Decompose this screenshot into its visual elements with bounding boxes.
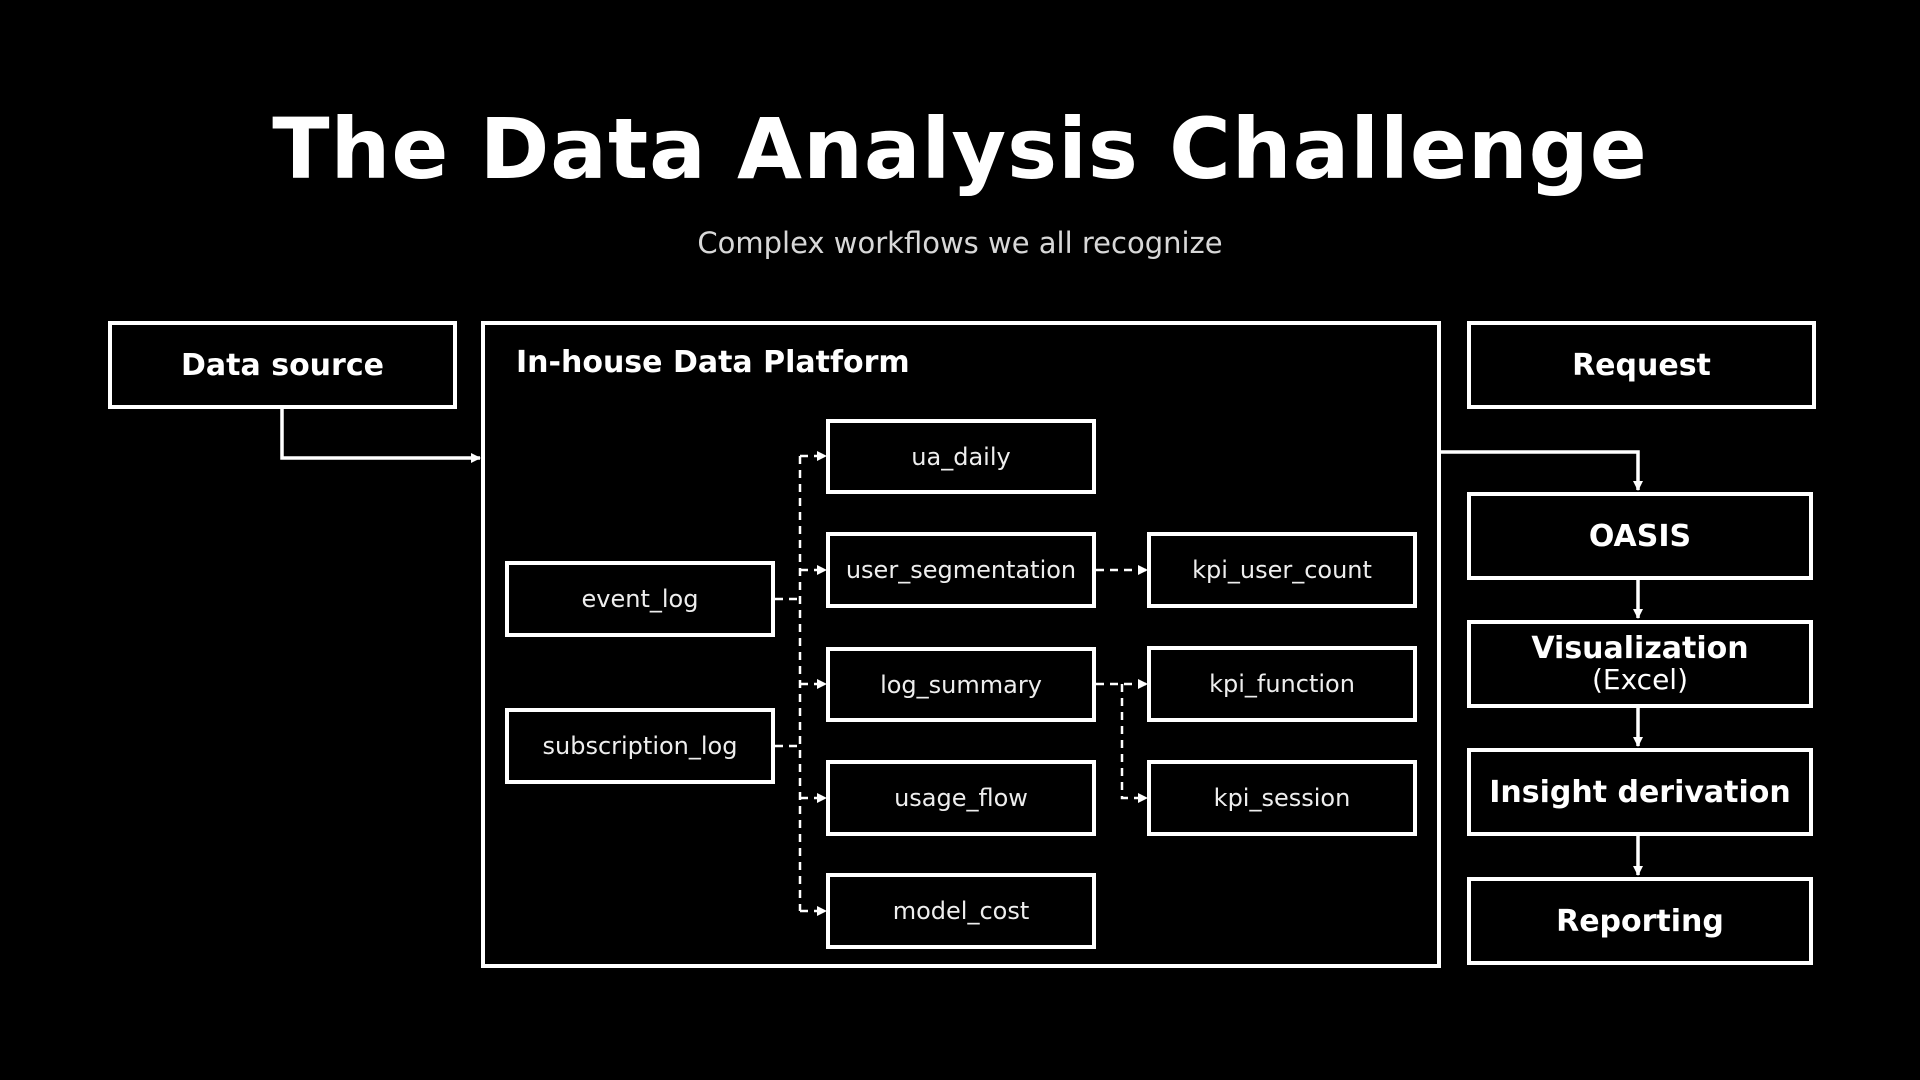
visualization-sublabel: (Excel) bbox=[1591, 663, 1689, 697]
connector-logsummary-kpisession bbox=[1120, 684, 1148, 803]
table-label: ua_daily bbox=[911, 442, 1011, 471]
table-label: subscription_log bbox=[542, 732, 738, 760]
insight-derivation-box: Insight derivation bbox=[1467, 748, 1813, 836]
table-label: user_segmentation bbox=[845, 556, 1077, 584]
insight-derivation-label: Insight derivation bbox=[1489, 774, 1791, 810]
visualization-label: Visualization bbox=[1531, 631, 1749, 667]
table-label: kpi_session bbox=[1213, 784, 1351, 812]
reporting-box: Reporting bbox=[1467, 877, 1813, 965]
table-subscription-log: subscription_log bbox=[505, 708, 775, 784]
table-usage-flow: usage_flow bbox=[826, 760, 1096, 836]
table-model-cost: model_cost bbox=[826, 873, 1096, 949]
table-label: usage_flow bbox=[894, 784, 1028, 812]
table-kpi-session: kpi_session bbox=[1147, 760, 1417, 836]
slide-subtitle: Complex workflows we all recognize bbox=[697, 226, 1223, 260]
table-ua-daily: ua_daily bbox=[826, 419, 1096, 494]
data-source-box: Data source bbox=[108, 321, 457, 409]
visualization-box: Visualization (Excel) bbox=[1467, 620, 1813, 708]
table-label: log_summary bbox=[880, 670, 1042, 699]
oasis-label: OASIS bbox=[1588, 518, 1692, 554]
table-kpi-user-count: kpi_user_count bbox=[1147, 532, 1417, 608]
reporting-label: Reporting bbox=[1556, 903, 1724, 939]
table-label: kpi_user_count bbox=[1192, 556, 1372, 584]
table-label: kpi_function bbox=[1209, 670, 1355, 698]
connector-datasource-platform bbox=[280, 408, 481, 463]
table-event-log: event_log bbox=[505, 561, 775, 637]
slide-title: The Data Analysis Challenge bbox=[272, 100, 1648, 198]
table-label: event_log bbox=[581, 585, 699, 613]
connector-platform-oasis bbox=[1440, 450, 1643, 491]
request-box: Request bbox=[1467, 321, 1816, 409]
request-label: Request bbox=[1572, 347, 1711, 383]
table-kpi-function: kpi_function bbox=[1147, 646, 1417, 722]
table-log-summary: log_summary bbox=[826, 647, 1096, 722]
table-label: model_cost bbox=[892, 897, 1030, 925]
data-platform-title: In-house Data Platform bbox=[516, 345, 910, 380]
oasis-box: OASIS bbox=[1467, 492, 1813, 580]
data-source-label: Data source bbox=[181, 347, 384, 383]
data-platform-container bbox=[481, 321, 1441, 968]
table-user-segmentation: user_segmentation bbox=[826, 532, 1096, 608]
